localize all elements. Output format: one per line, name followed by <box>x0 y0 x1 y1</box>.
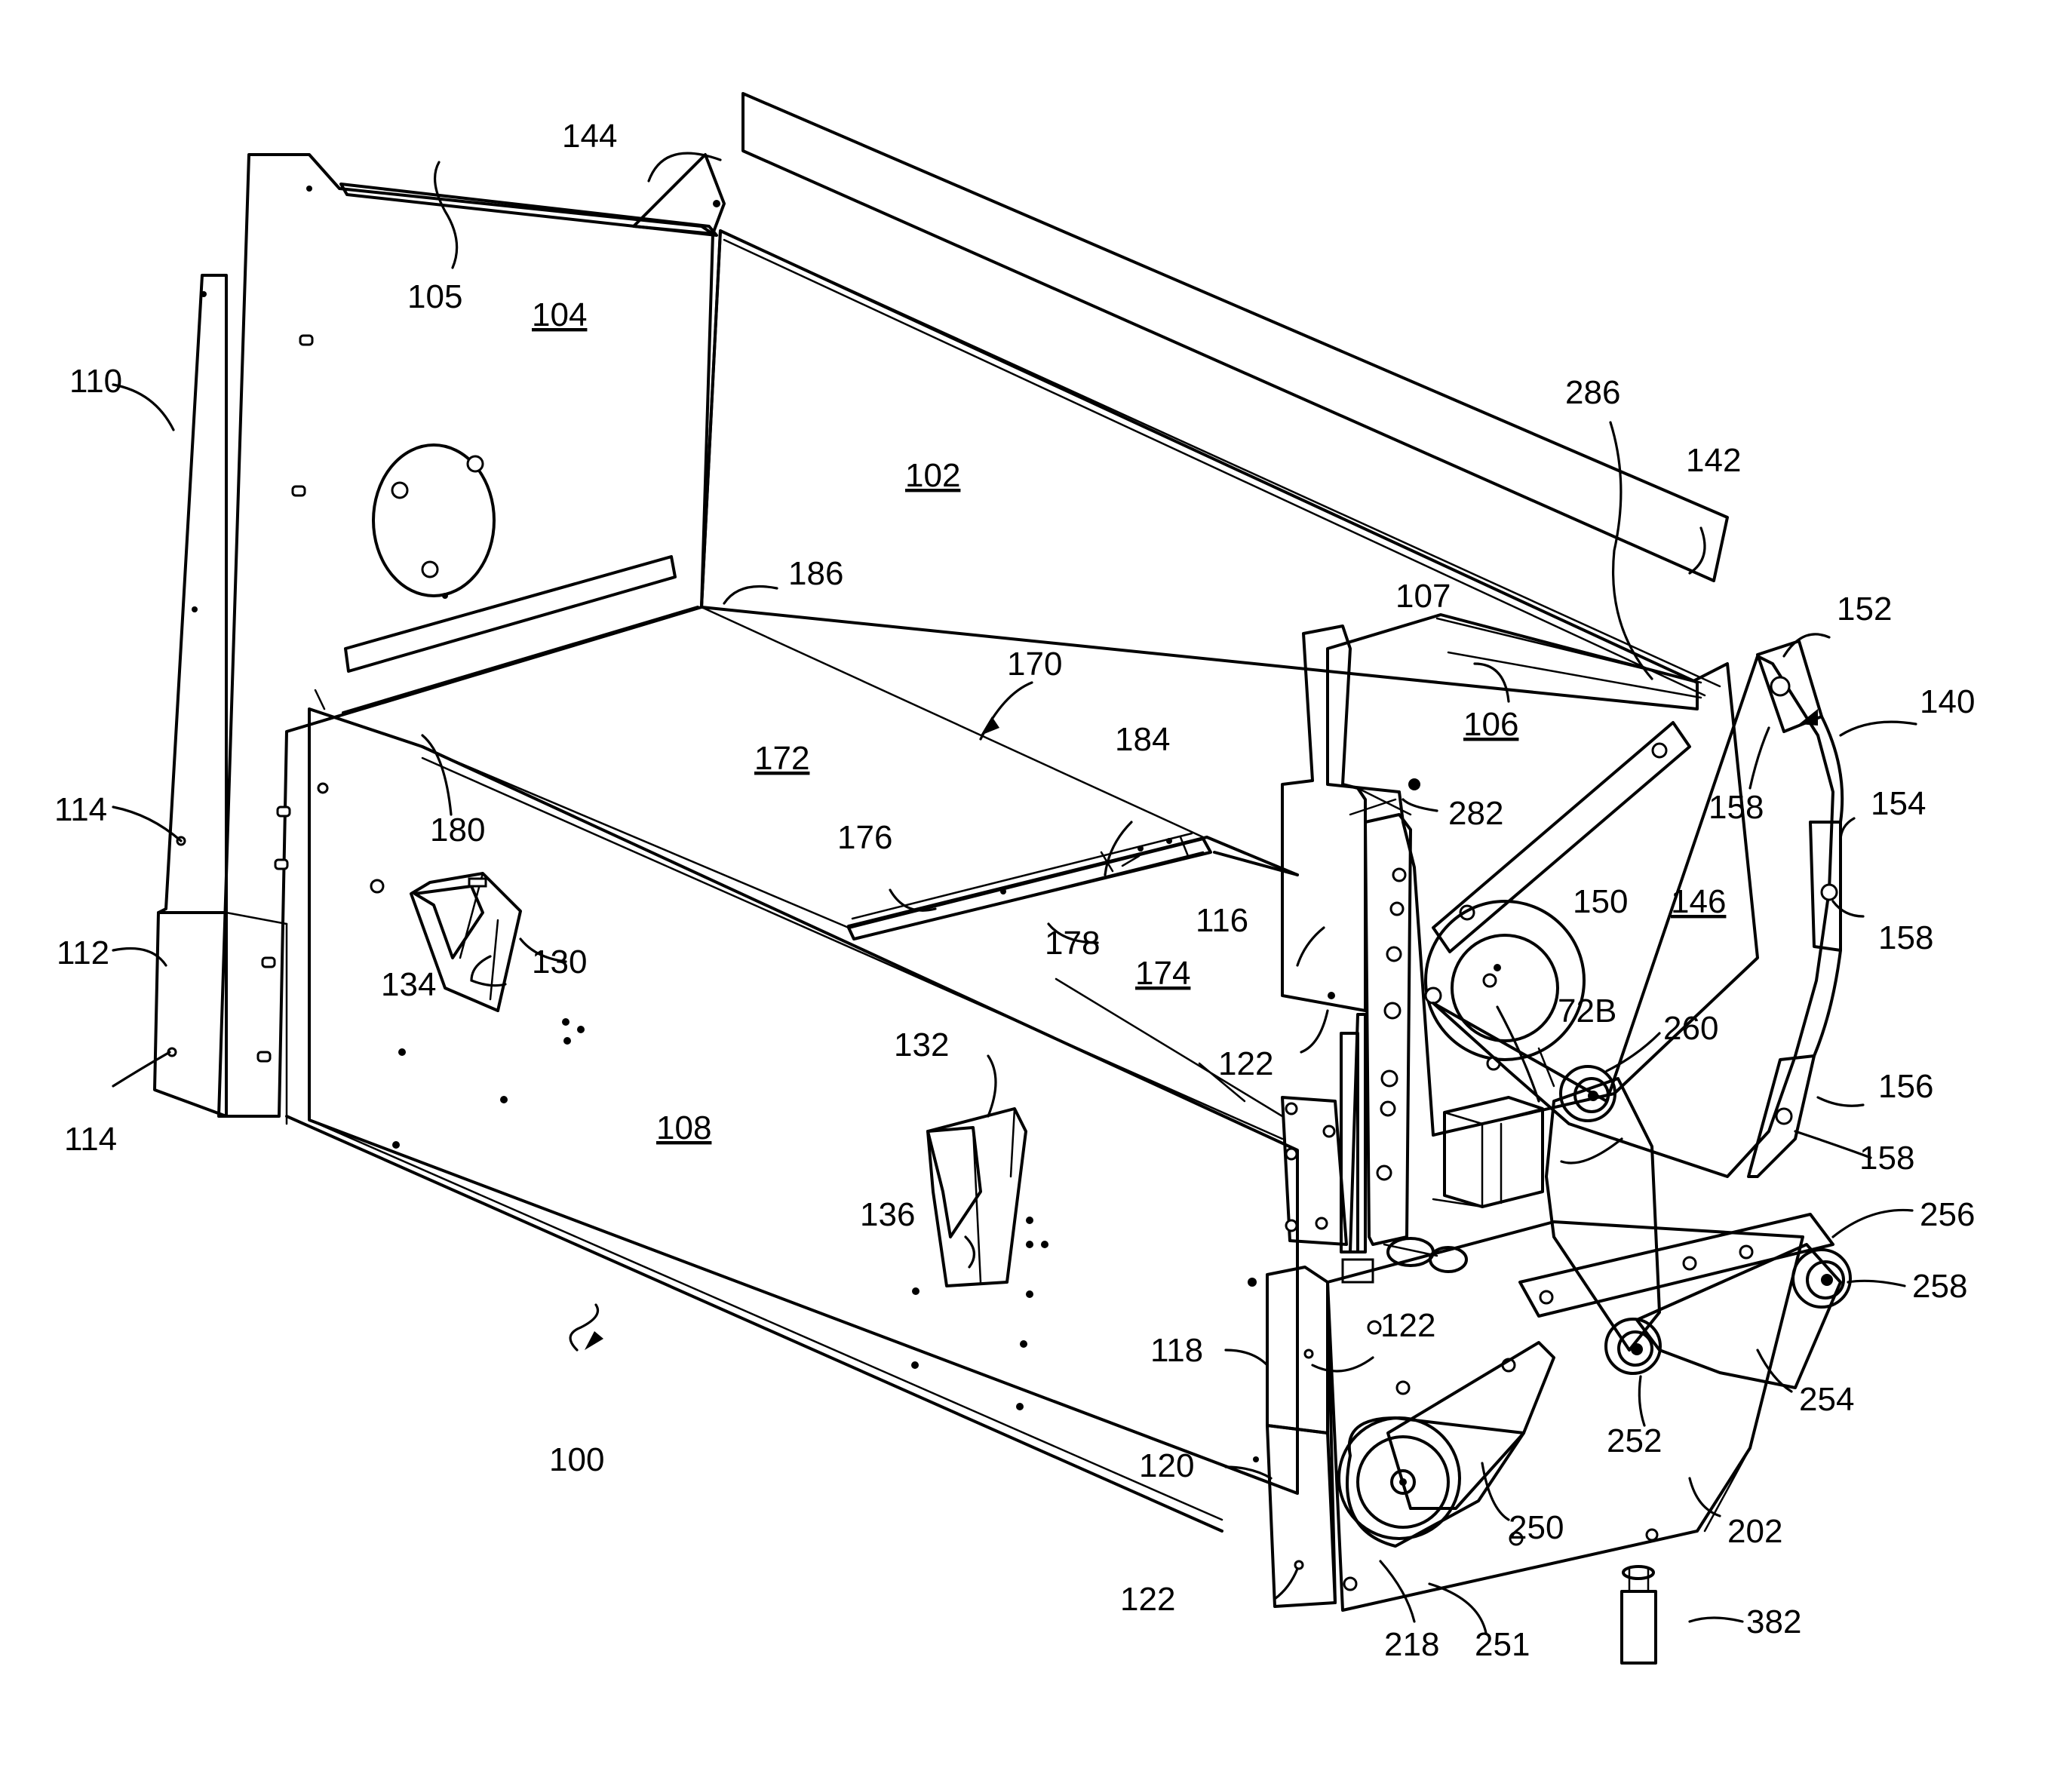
label-104: 104 <box>532 296 587 333</box>
label-152: 152 <box>1837 591 1892 628</box>
rear-wall <box>702 231 1697 709</box>
label-100: 100 <box>549 1441 604 1478</box>
label-136: 136 <box>860 1196 915 1233</box>
post-120 <box>1267 1425 1335 1606</box>
linkage-plate-202 <box>1328 1222 1803 1610</box>
label-118: 118 <box>1150 1332 1203 1369</box>
separator-176 <box>849 839 1211 939</box>
label-178: 178 <box>1045 925 1100 962</box>
pulley-260[interactable] <box>1561 1066 1615 1121</box>
label-132: 132 <box>894 1026 949 1063</box>
label-120: 120 <box>1139 1447 1194 1484</box>
label-122-b: 122 <box>1380 1307 1435 1344</box>
label-254: 254 <box>1799 1381 1854 1418</box>
reference-labels: 100 102 104 105 106 107 108 110 112 114 … <box>54 118 1975 1663</box>
sensor-382 <box>1622 1566 1656 1663</box>
belt-drive-218 <box>1339 1418 1524 1546</box>
label-142: 142 <box>1686 442 1741 479</box>
label-72b: 72B <box>1558 993 1616 1029</box>
label-186: 186 <box>788 555 843 592</box>
left-flange-110 <box>158 275 226 913</box>
label-150: 150 <box>1573 883 1628 920</box>
left-rear-panel <box>219 155 713 1116</box>
hopper-structure <box>155 94 1850 1663</box>
label-122-c: 122 <box>1120 1581 1175 1618</box>
label-114-lower: 114 <box>64 1121 117 1158</box>
label-158-b: 158 <box>1878 919 1933 956</box>
left-panel-bolts <box>192 336 312 1061</box>
label-130: 130 <box>532 944 587 980</box>
label-154: 154 <box>1871 785 1926 822</box>
label-158-a: 158 <box>1709 789 1764 826</box>
rear-top-rail <box>743 94 1727 581</box>
label-110: 110 <box>69 363 122 400</box>
label-158-c: 158 <box>1859 1140 1914 1177</box>
label-260: 260 <box>1663 1010 1718 1047</box>
label-102: 102 <box>905 457 960 494</box>
label-146: 146 <box>1671 883 1726 920</box>
label-174: 174 <box>1135 955 1190 992</box>
label-108: 108 <box>656 1109 711 1146</box>
slot-fixture-132 <box>928 1109 1026 1286</box>
post-116 <box>1282 626 1365 1011</box>
label-107: 107 <box>1395 578 1451 615</box>
pulley-258[interactable] <box>1793 1250 1850 1307</box>
front-wall-holes <box>318 784 1048 1410</box>
label-122-a: 122 <box>1218 1045 1273 1082</box>
label-106: 106 <box>1463 706 1518 743</box>
label-112: 112 <box>57 934 109 971</box>
label-172: 172 <box>754 740 809 777</box>
label-258: 258 <box>1912 1268 1967 1305</box>
left-flange-112 <box>155 913 226 1116</box>
label-170: 170 <box>1007 646 1062 683</box>
label-180: 180 <box>430 812 485 848</box>
label-282: 282 <box>1448 795 1503 832</box>
label-251: 251 <box>1475 1626 1530 1663</box>
label-134: 134 <box>381 966 436 1003</box>
label-105: 105 <box>407 278 462 315</box>
label-140: 140 <box>1920 683 1975 720</box>
label-156: 156 <box>1878 1068 1933 1105</box>
label-218: 218 <box>1384 1626 1439 1663</box>
label-176: 176 <box>837 819 892 856</box>
label-114-upper: 114 <box>54 791 107 828</box>
label-144: 144 <box>562 118 617 155</box>
label-286: 286 <box>1565 374 1620 411</box>
pulley-252[interactable] <box>1606 1319 1660 1373</box>
label-250: 250 <box>1509 1509 1564 1546</box>
label-202: 202 <box>1727 1513 1782 1550</box>
label-382: 382 <box>1746 1603 1801 1640</box>
label-116: 116 <box>1196 902 1248 939</box>
label-184: 184 <box>1115 721 1170 758</box>
label-256: 256 <box>1920 1196 1975 1233</box>
label-252: 252 <box>1607 1422 1662 1459</box>
motor-72b <box>1433 1048 1554 1207</box>
bar-186 <box>345 557 675 671</box>
